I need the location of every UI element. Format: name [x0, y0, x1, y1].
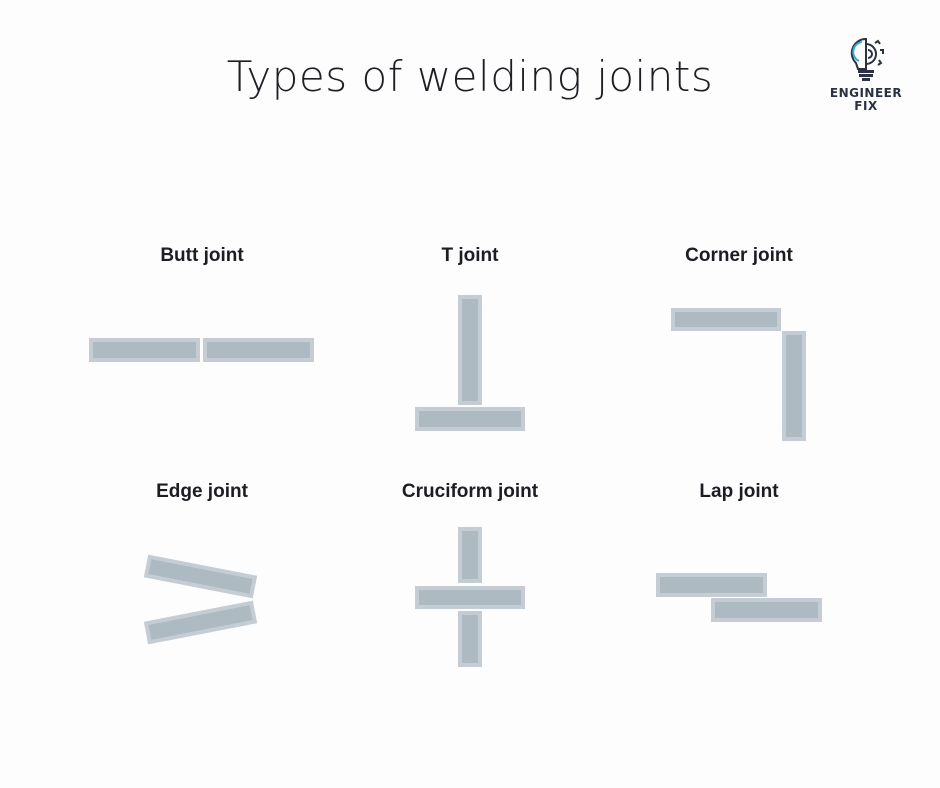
lightbulb-gear-icon [850, 37, 884, 81]
corner-joint-label: Corner joint [685, 245, 793, 266]
page-title: Types of welding joints [226, 52, 714, 101]
lap-joint-label: Lap joint [699, 481, 779, 502]
plate [415, 407, 525, 431]
plate [458, 527, 482, 583]
cruciform-joint-label: Cruciform joint [401, 481, 539, 502]
plate [458, 611, 482, 667]
butt-joint-label: Butt joint [160, 245, 244, 266]
edge-joint-label: Edge joint [156, 481, 248, 502]
logo-text-line2: FIX [854, 99, 878, 113]
t-joint-label: T joint [441, 245, 499, 266]
plate [143, 600, 258, 645]
engineer-fix-logo: ENGINEER FIX [818, 36, 914, 113]
logo-text-line1: ENGINEER [829, 86, 903, 100]
plate [782, 331, 806, 441]
plate [415, 586, 525, 609]
plate [711, 598, 822, 622]
plate [89, 338, 200, 362]
plate [203, 338, 314, 362]
plate [671, 308, 781, 331]
plate [458, 295, 482, 405]
plate [143, 554, 258, 599]
plate [656, 573, 767, 597]
